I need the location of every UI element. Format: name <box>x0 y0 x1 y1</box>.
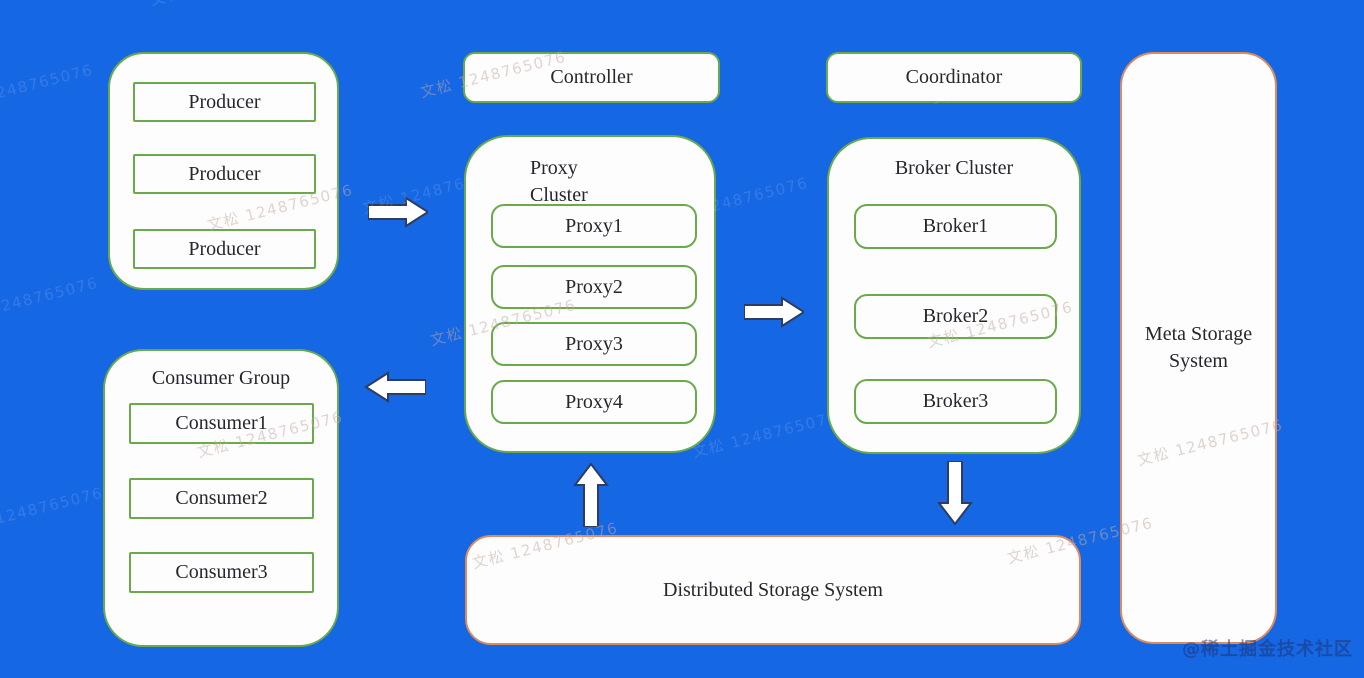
producer-label-3: Producer <box>188 237 261 260</box>
arrow-producer-to-proxy-icon <box>368 196 428 228</box>
coordinator-box: Coordinator <box>826 52 1082 103</box>
proxy-box-2: Proxy2 <box>491 265 697 309</box>
proxy-cluster-panel: Proxy Cluster Proxy1 Proxy2 Proxy3 Proxy… <box>464 135 716 453</box>
consumer-group-panel: Consumer Group Consumer1 Consumer2 Consu… <box>103 349 339 647</box>
consumer-label-2: Consumer2 <box>175 487 268 509</box>
community-watermark: @稀土掘金技术社区 <box>1182 639 1353 660</box>
broker-label-1: Broker1 <box>922 215 989 237</box>
broker-box-1: Broker1 <box>854 204 1057 249</box>
arrow-storage-to-proxy-icon <box>573 463 609 527</box>
watermark-text: 文松 1248765076 <box>0 273 101 328</box>
proxy-label-1: Proxy1 <box>565 214 623 237</box>
consumer-box-1: Consumer1 <box>129 403 314 444</box>
controller-label: Controller <box>550 66 633 88</box>
broker-cluster-title: Broker Cluster <box>894 157 1014 179</box>
producer-group-panel: Producer Producer Producer <box>108 52 339 290</box>
meta-storage-label-line2: System <box>1169 350 1228 372</box>
consumer-label-3: Consumer3 <box>175 561 268 583</box>
arrow-broker-to-storage-icon <box>937 461 973 525</box>
consumer-group-title: Consumer Group <box>151 367 291 389</box>
producer-box-2: Producer <box>133 154 316 194</box>
proxy-label-4: Proxy4 <box>565 390 623 413</box>
broker-cluster-panel: Broker Cluster Broker1 Broker2 Broker3 <box>827 137 1081 454</box>
proxy-cluster-title-line1: Proxy <box>530 157 578 179</box>
proxy-label-3: Proxy3 <box>565 332 623 355</box>
arrow-proxy-to-broker-icon <box>744 296 804 328</box>
meta-storage-label-line1: Meta Storage <box>1144 323 1253 345</box>
proxy-label-2: Proxy2 <box>565 275 623 298</box>
meta-storage-panel: Meta Storage System <box>1120 52 1277 644</box>
broker-label-2: Broker2 <box>922 305 989 327</box>
broker-box-3: Broker3 <box>854 379 1057 424</box>
proxy-cluster-title: Proxy Cluster <box>530 155 588 209</box>
producer-label-2: Producer <box>188 162 261 185</box>
proxy-box-4: Proxy4 <box>491 380 697 424</box>
distributed-storage-label: Distributed Storage System <box>663 578 883 601</box>
controller-box: Controller <box>463 52 720 103</box>
producer-box-1: Producer <box>133 82 316 122</box>
meta-storage-label: Meta Storage System <box>1122 54 1275 642</box>
proxy-box-1: Proxy1 <box>491 204 697 248</box>
proxy-box-3: Proxy3 <box>491 322 697 366</box>
producer-label-1: Producer <box>188 90 261 113</box>
consumer-box-2: Consumer2 <box>129 478 314 519</box>
arrow-proxy-to-consumer-icon <box>364 371 426 403</box>
producer-box-3: Producer <box>133 229 316 269</box>
broker-label-3: Broker3 <box>922 390 989 412</box>
broker-box-2: Broker2 <box>854 294 1057 339</box>
consumer-box-3: Consumer3 <box>129 552 314 593</box>
watermark-text: 文松 1248765076 <box>148 0 298 10</box>
watermark-text: 文松 1248765076 <box>0 483 106 538</box>
distributed-storage-panel: Distributed Storage System <box>465 535 1081 645</box>
proxy-cluster-title-line2: Cluster <box>530 184 588 206</box>
watermark-text: 文松 1248765076 <box>0 60 96 115</box>
consumer-label-1: Consumer1 <box>175 412 268 434</box>
coordinator-label: Coordinator <box>905 66 1003 88</box>
